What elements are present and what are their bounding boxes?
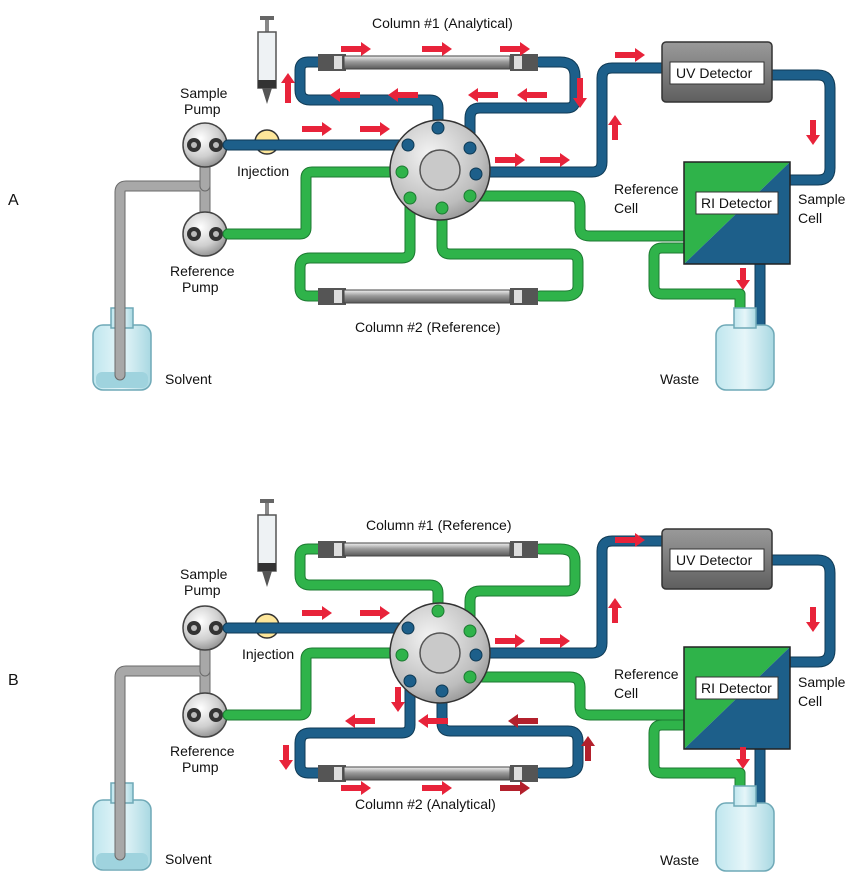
uv-detector-label: UV Detector: [676, 65, 753, 81]
waste-bottle: [715, 307, 775, 391]
sample-pump: [182, 605, 228, 651]
ri-detector-label: RI Detector: [701, 680, 772, 696]
panel-label: B: [8, 672, 19, 689]
sample-pump: [182, 122, 228, 168]
syringe-icon: [257, 499, 277, 587]
waste-label: Waste: [660, 852, 699, 868]
ri-detector-label: RI Detector: [701, 195, 772, 211]
injection-label: Injection: [242, 646, 294, 662]
uv-detector: [661, 41, 773, 103]
switching-valve: [389, 602, 491, 704]
waste-bottle: [715, 785, 775, 872]
uv-detector-label: UV Detector: [676, 552, 753, 568]
column-2-label: Column #2 (Analytical): [355, 796, 496, 812]
column-2-label: Column #2 (Reference): [355, 319, 501, 335]
flow-arrows: [279, 533, 820, 795]
column-1-label: Column #1 (Analytical): [372, 15, 513, 31]
column-1: [318, 54, 538, 71]
ri-detector: [683, 161, 791, 265]
solvent-label: Solvent: [165, 371, 212, 387]
ri-detector: [683, 646, 791, 750]
reference-pump: [182, 692, 228, 738]
waste-label: Waste: [660, 371, 699, 387]
switching-valve: [389, 119, 491, 221]
solvent-label: Solvent: [165, 851, 212, 867]
uv-detector: [661, 528, 773, 590]
panel-label: A: [8, 192, 19, 209]
column-1: [318, 541, 538, 558]
injection-label: Injection: [237, 163, 289, 179]
flow-arrows: [281, 42, 820, 290]
column-2: [318, 288, 538, 305]
syringe-icon: [257, 16, 277, 104]
column-1-label: Column #1 (Reference): [366, 517, 512, 533]
reference-pump: [182, 211, 228, 257]
column-2: [318, 765, 538, 782]
